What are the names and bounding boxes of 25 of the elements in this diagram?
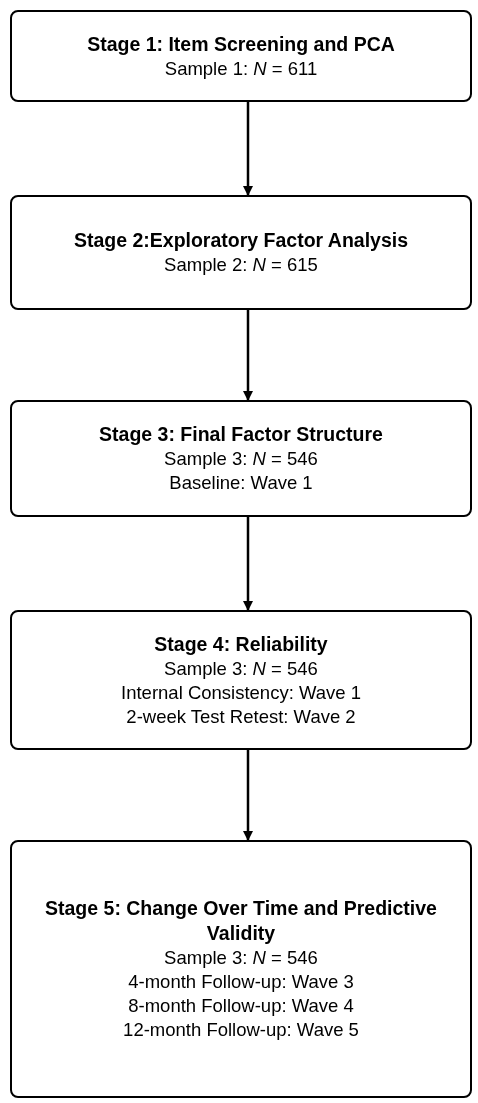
arrow xyxy=(243,750,253,841)
stage-detail: 2-week Test Retest: Wave 2 xyxy=(126,704,356,729)
stage-box xyxy=(10,610,472,750)
stage-title: Stage 3: Final Factor Structure xyxy=(99,422,383,447)
stage-detail: Sample 3: N = 546 xyxy=(164,656,318,681)
arrow xyxy=(243,517,253,611)
stage-detail: Sample 1: N = 611 xyxy=(164,56,318,81)
stage-box xyxy=(10,400,472,517)
stage-detail: Sample 3: N = 546 xyxy=(164,946,318,970)
stage-title: Stage 4: Reliability xyxy=(154,631,328,657)
stage-detail: 4-month Follow-up: Wave 3 xyxy=(128,970,354,994)
arrow xyxy=(243,310,253,401)
stage-box xyxy=(10,840,472,1098)
stage-title: Stage 2:Exploratory Factor Analysis xyxy=(73,228,409,253)
stage-detail: Sample 3: N = 546 xyxy=(164,447,318,471)
stage-title: Stage 5: Change Over Time and Predictive Validity xyxy=(44,896,438,946)
stage-box xyxy=(10,10,472,102)
arrow xyxy=(243,102,253,196)
stage-detail: Sample 2: N = 615 xyxy=(164,253,318,277)
stage-detail: Internal Consistency: Wave 1 xyxy=(121,680,361,705)
stage-detail: Baseline: Wave 1 xyxy=(169,471,313,495)
stage-detail: 12-month Follow-up: Wave 5 xyxy=(123,1018,359,1042)
stage-detail: 8-month Follow-up: Wave 4 xyxy=(128,994,354,1018)
stage-box xyxy=(10,195,472,310)
stage-title: Stage 1: Item Screening and PCA xyxy=(87,31,395,57)
